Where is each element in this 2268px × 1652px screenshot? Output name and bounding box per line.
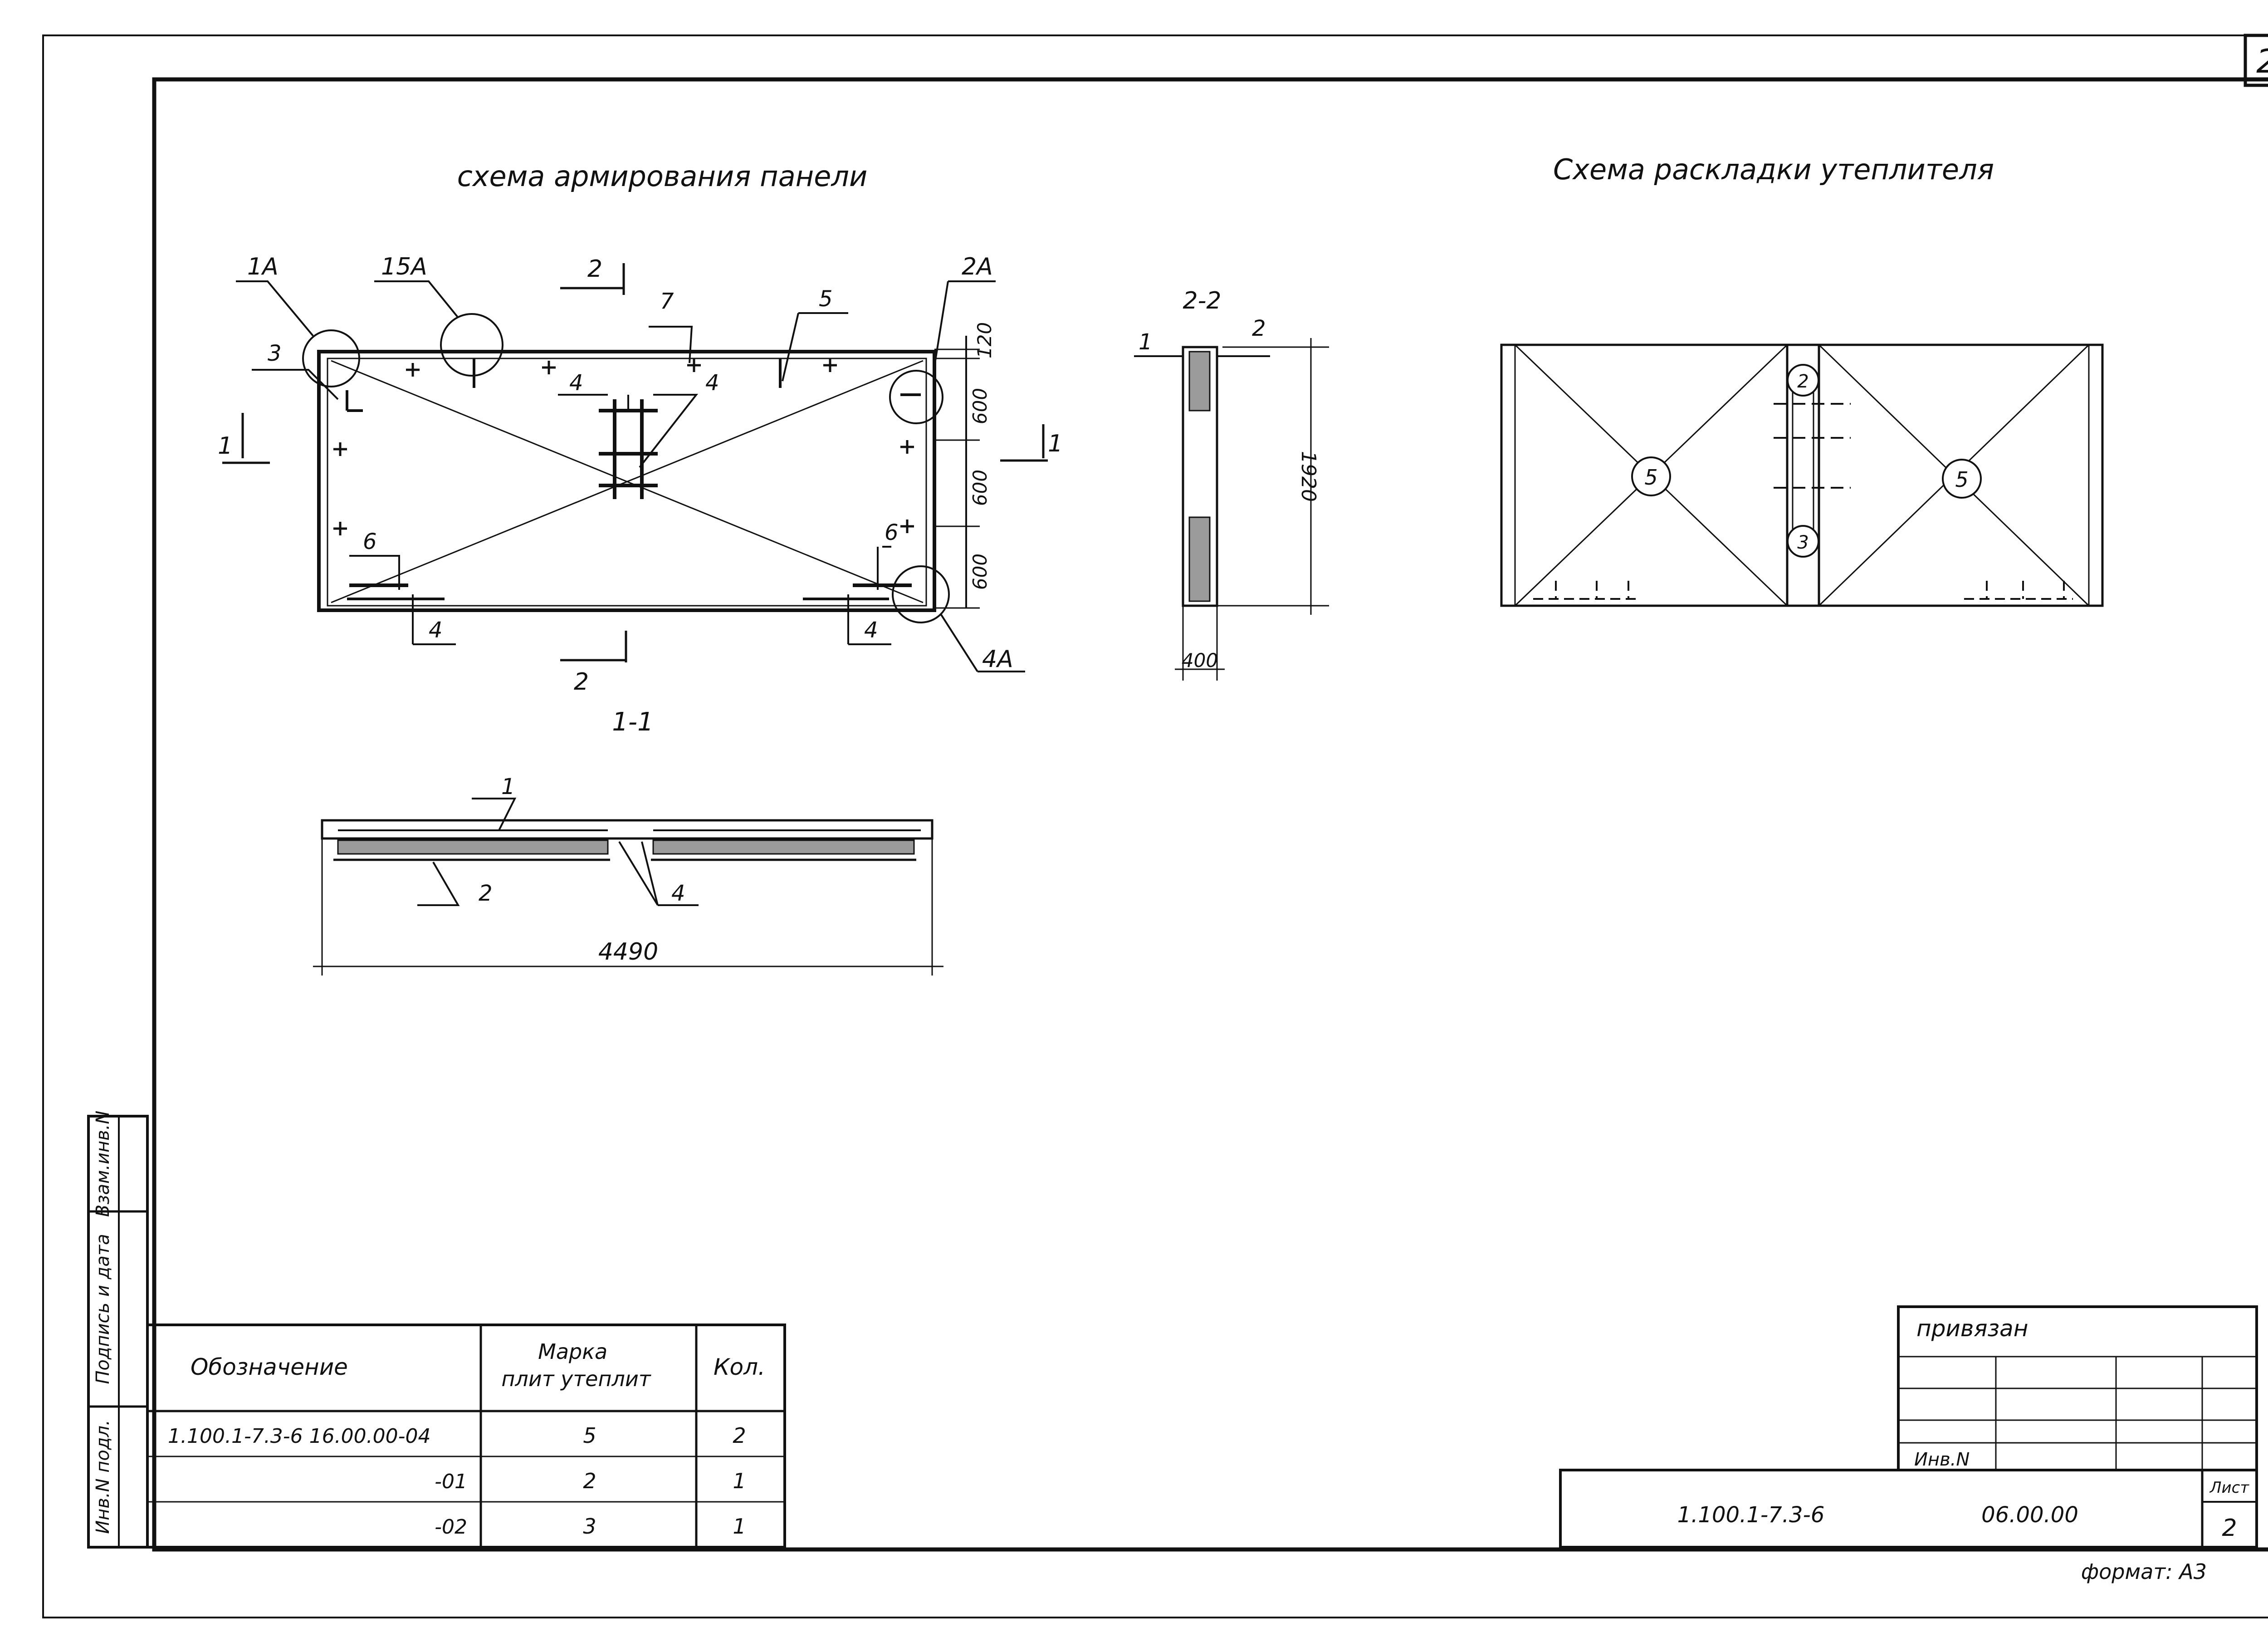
section-22-dim-width: 400	[1182, 649, 1218, 672]
title-block-format: формат: А3	[2081, 1559, 2207, 1584]
dim-600-b: 600	[969, 470, 991, 506]
sheet-frame	[42, 34, 2268, 1618]
spec-row-3-designation: -02	[435, 1515, 467, 1539]
spec-header-mark-line2: плит утеплит	[501, 1367, 651, 1391]
dim-600-a: 600	[969, 388, 991, 424]
spec-row-3-qty: 1	[733, 1514, 746, 1539]
spec-row-3-mark: 3	[583, 1514, 596, 1539]
section-2-2	[1134, 338, 1329, 681]
section-11-title: 1-1	[612, 707, 653, 737]
label-pos-4-d: 4	[864, 618, 878, 643]
spec-row-2-designation: -01	[435, 1470, 467, 1493]
label-cut-2-bottom: 2	[574, 668, 589, 696]
title-reinforcement: схема армирования панели	[457, 160, 868, 193]
title-block-inv: Инв.N	[1914, 1449, 1970, 1470]
label-pos-4-c: 4	[429, 618, 443, 643]
label-pos-7: 7	[660, 289, 674, 314]
section-1-1	[313, 798, 943, 976]
title-block-bound: привязан	[1916, 1315, 2028, 1342]
section-11-label-1: 1	[501, 774, 515, 799]
insulation-mark-2: 2	[1797, 371, 1809, 392]
spec-header-designation: Обозначение	[191, 1354, 348, 1380]
label-pos-6-b: 6	[885, 520, 899, 545]
spec-header-mark: Марка плит утеплит	[501, 1339, 651, 1391]
dim-120: 120	[973, 322, 996, 358]
section-22-label-1: 1	[1139, 329, 1153, 355]
spec-table	[146, 1324, 786, 1549]
title-block-sheet: 2	[2222, 1515, 2237, 1542]
section-11-dim-length: 4490	[598, 938, 658, 966]
title-block	[1559, 1305, 2258, 1549]
insulation-mark-3: 3	[1797, 532, 1809, 553]
section-11-label-4: 4	[671, 881, 685, 906]
spec-row-1-designation: 1.100.1-7.3-6 16.00.00-04	[168, 1425, 430, 1448]
label-cut-1-left: 1	[218, 432, 233, 460]
label-cut-2-top: 2	[587, 255, 602, 283]
side-stamp-cell-1: Взам.инв.N	[93, 1111, 113, 1217]
title-insulation: Схема раскладки утеплителя	[1553, 153, 1994, 186]
insulation-layout	[1500, 343, 2104, 607]
section-22-label-2: 2	[1252, 316, 1266, 341]
section-22-title: 2-2	[1183, 287, 1222, 314]
label-node-15a: 15А	[381, 253, 427, 280]
spec-row-2-mark: 2	[583, 1469, 596, 1493]
spec-header-qty: Кол.	[714, 1354, 765, 1380]
section-11-label-2: 2	[479, 881, 493, 906]
side-stamp-cell-2: Подпись и дата	[93, 1234, 113, 1384]
spec-header-mark-line1: Марка	[538, 1339, 607, 1364]
spec-row-1-mark: 5	[583, 1423, 596, 1448]
label-pos-5: 5	[819, 286, 833, 312]
sheet-number: 21	[2256, 42, 2268, 80]
label-pos-4-a: 4	[569, 370, 583, 396]
label-node-4a: 4А	[982, 646, 1013, 673]
insulation-mark-5-right: 5	[1955, 467, 1968, 492]
label-node-2a: 2А	[962, 253, 993, 280]
label-cut-1-right: 1	[1048, 430, 1063, 457]
label-pos-3: 3	[268, 341, 282, 366]
insulation-mark-5-left: 5	[1644, 465, 1657, 490]
spec-row-1-qty: 2	[733, 1423, 746, 1448]
section-22-dim-height: 1920	[1297, 451, 1320, 502]
panel-plan	[222, 263, 1048, 672]
label-node-1a: 1А	[247, 253, 279, 280]
spec-row-2-qty: 1	[733, 1469, 746, 1493]
label-pos-4-b: 4	[705, 370, 719, 396]
side-stamp-cell-3: Инв.N подл.	[93, 1420, 113, 1534]
title-block-doc: 06.00.00	[1981, 1502, 2078, 1528]
title-block-sheet-label: Лист	[2209, 1479, 2249, 1497]
title-block-code: 1.100.1-7.3-6	[1677, 1502, 1825, 1528]
label-pos-6-a: 6	[363, 529, 377, 554]
dim-600-c: 600	[969, 554, 991, 590]
